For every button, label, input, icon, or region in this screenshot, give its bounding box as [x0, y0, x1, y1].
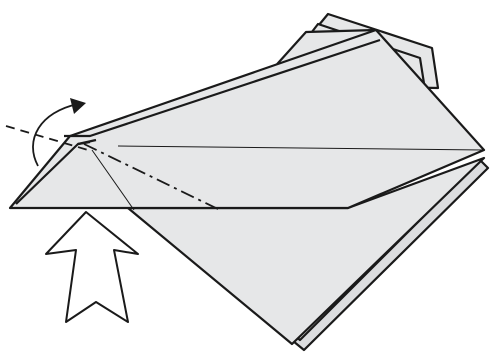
hollow-up-arrow-icon [46, 212, 138, 322]
